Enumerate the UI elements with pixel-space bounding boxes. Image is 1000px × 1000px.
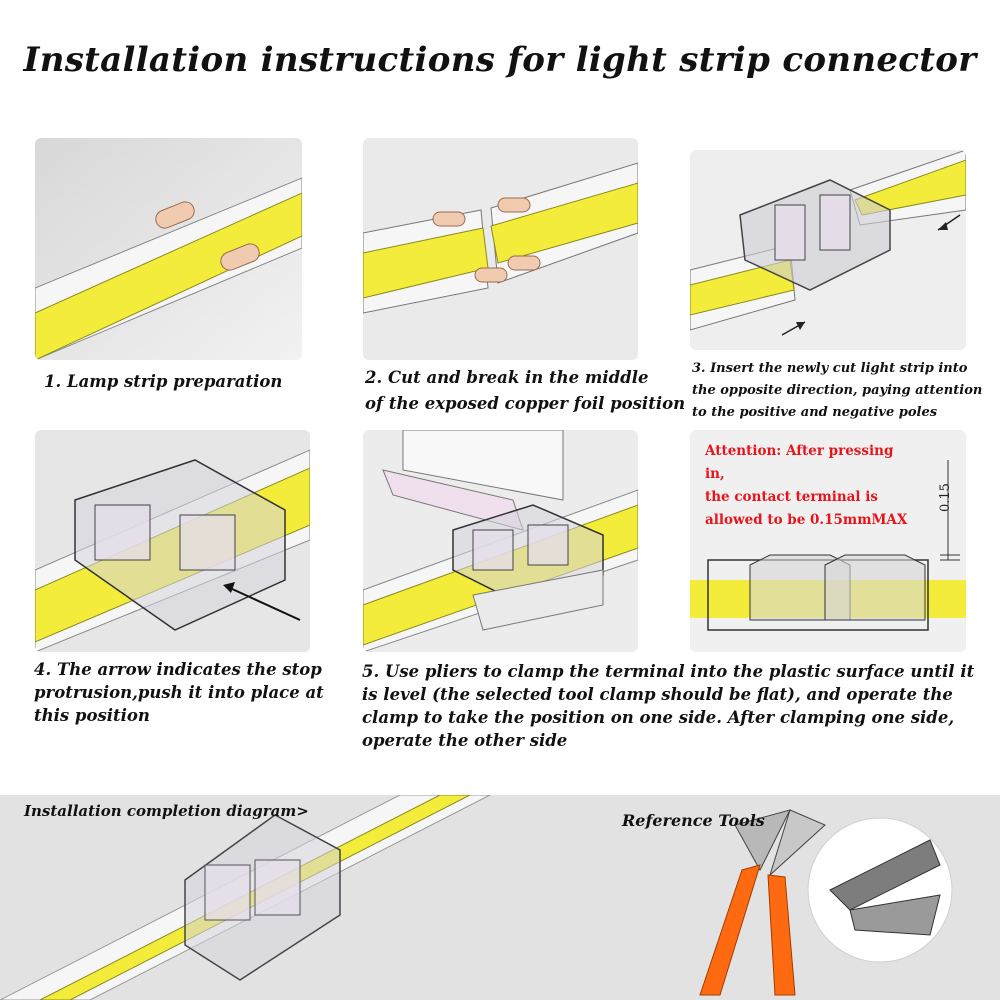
pliers-icon bbox=[699, 809, 826, 996]
step3-caption: 3. Insert the newly cut light strip into… bbox=[692, 361, 983, 420]
step2-caption-line2: of the exposed copper foil position bbox=[365, 394, 686, 413]
reference-tools-label: Reference Tools bbox=[622, 811, 765, 830]
step5-caption: 5. Use pliers to clamp the terminal into… bbox=[362, 662, 975, 750]
attention-line1: Attention: After pressing in, bbox=[705, 443, 894, 482]
completion-diagram-label: Installation completion diagram> bbox=[24, 802, 309, 820]
step1-image bbox=[35, 138, 302, 360]
attention-line3: allowed to be 0.15mmMAX bbox=[705, 512, 908, 528]
step4-caption: 4. The arrow indicates the stop protrusi… bbox=[34, 660, 324, 725]
step2-image bbox=[363, 138, 638, 360]
step2-caption-line1: 2. Cut and break in the middle bbox=[365, 368, 649, 387]
page-title: Installation instructions for light stri… bbox=[23, 40, 977, 80]
attention-note: Attention: After pressing in, the contac… bbox=[705, 440, 915, 532]
step3-image bbox=[690, 150, 966, 350]
attention-line2: the contact terminal is bbox=[705, 489, 878, 505]
step4-image bbox=[35, 430, 310, 652]
step1-caption: 1. Lamp strip preparation bbox=[44, 372, 283, 391]
step5-image bbox=[363, 430, 638, 652]
attention-image bbox=[690, 430, 966, 652]
bottom-section bbox=[0, 795, 1000, 1000]
dimension-label: 0.15 bbox=[938, 483, 953, 512]
